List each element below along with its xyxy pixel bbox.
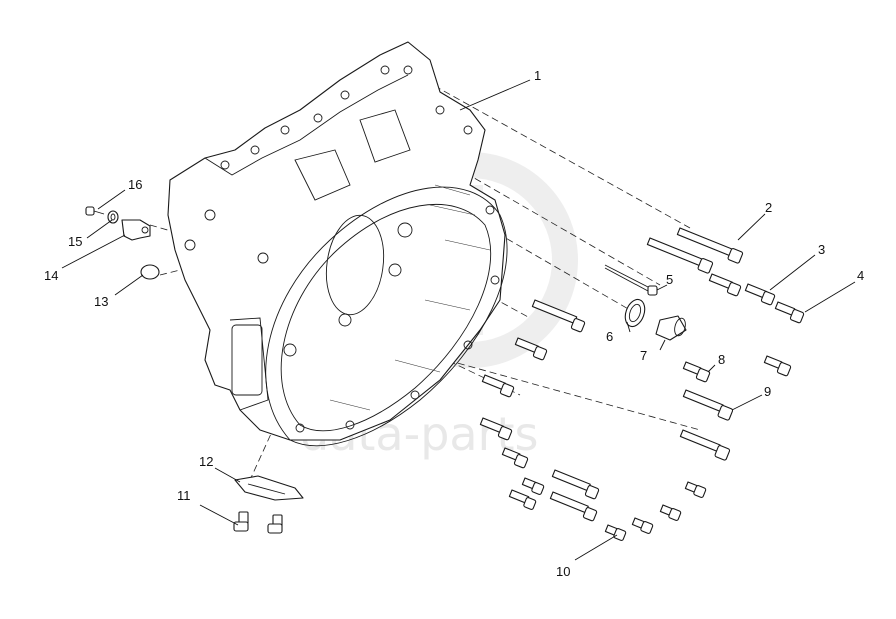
bolt-10-cluster	[479, 417, 707, 541]
bolt-8	[682, 355, 792, 383]
callout-11: 11	[177, 488, 191, 503]
callout-16: 16	[128, 177, 142, 192]
callout-6: 6	[606, 329, 613, 344]
callout-10: 10	[556, 564, 570, 579]
callout-15: 15	[68, 234, 82, 249]
callout-13: 13	[94, 294, 108, 309]
mid-bolts	[481, 299, 586, 398]
bolt-2	[646, 227, 744, 274]
flywheel-housing	[167, 41, 508, 447]
callout-7: 7	[640, 348, 647, 363]
callout-2: 2	[765, 200, 772, 215]
callouts: 1 2 3 4 5 6 7 8 9 10 11 12 13 14 15 16	[44, 68, 864, 579]
callout-12: 12	[199, 454, 213, 469]
gasket-12	[234, 475, 304, 501]
seal-ring-6	[624, 298, 646, 328]
plug-13	[140, 264, 160, 280]
callout-14: 14	[44, 268, 58, 283]
callout-9: 9	[764, 384, 771, 399]
callout-8: 8	[718, 352, 725, 367]
bolt-11	[233, 511, 283, 534]
callout-1: 1	[534, 68, 541, 83]
leader-lines	[61, 79, 856, 561]
bolt-9	[679, 389, 734, 461]
pin-5	[604, 264, 658, 296]
bolt-4	[774, 301, 805, 324]
callout-4: 4	[857, 268, 864, 283]
screw-16	[85, 206, 105, 216]
elbow-fitting-14	[121, 219, 151, 241]
plug-7	[655, 315, 687, 341]
callout-5: 5	[666, 272, 673, 287]
callout-3: 3	[818, 242, 825, 257]
washer-15	[107, 210, 119, 224]
bolt-3	[708, 273, 776, 306]
